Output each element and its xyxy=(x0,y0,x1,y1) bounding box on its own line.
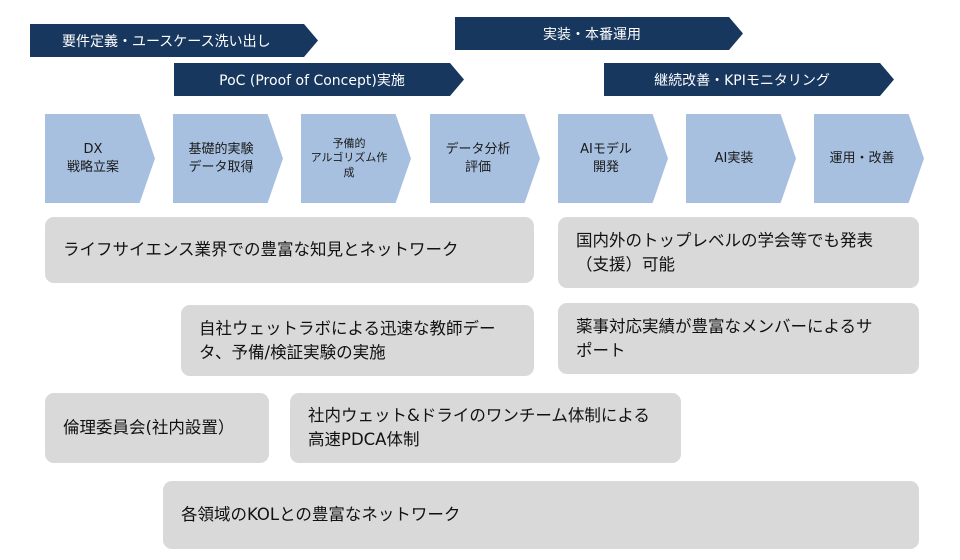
strength-academic: 国内外のトップレベルの学会等でも発表 （支援）可能 xyxy=(558,217,919,288)
strength-kol-network: 各領域のKOLとの豊富なネットワーク xyxy=(163,481,919,549)
step-operation-improvement: 運用・改善 xyxy=(814,114,924,203)
strength-regulatory: 薬事対応実績が豊富なメンバーによるサ ポート xyxy=(558,303,919,374)
step-ai-implementation: AI実装 xyxy=(686,114,796,203)
step-dx-strategy: DX 戦略立案 xyxy=(45,114,155,203)
phase-requirements: 要件定義・ユースケース洗い出し xyxy=(30,24,318,57)
strength-one-team: 社内ウェット&ドライのワンチーム体制による 高速PDCA体制 xyxy=(290,393,681,463)
step-ai-model-development: AIモデル 開発 xyxy=(558,114,668,203)
phase-poc: PoC (Proof of Concept)実施 xyxy=(174,63,464,96)
step-basic-experiment: 基礎的実験 データ取得 xyxy=(173,114,283,203)
step-preliminary-algorithm: 予備的 アルゴリズム作 成 xyxy=(301,114,411,203)
phase-implementation: 実装・本番運用 xyxy=(455,17,743,50)
step-data-analysis: データ分析 評価 xyxy=(430,114,540,203)
strength-wet-lab: 自社ウェットラボによる迅速な教師デー タ、予備/検証実験の実施 xyxy=(181,305,534,376)
phase-improvement: 継続改善・KPIモニタリング xyxy=(604,63,894,96)
strength-life-science: ライフサイエンス業界での豊富な知見とネットワーク xyxy=(45,217,534,283)
strength-ethics-committee: 倫理委員会(社内設置） xyxy=(45,393,269,463)
